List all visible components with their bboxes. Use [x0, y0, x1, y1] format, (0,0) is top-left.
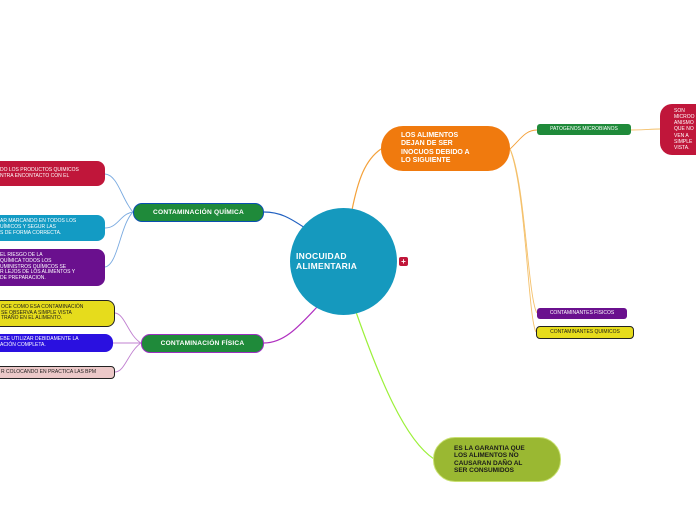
quimica-child-productos[interactable]: DO LOS PRODUCTOS QUIMICOS NTRA ENCONTACT…: [0, 161, 105, 186]
link-patogenos-micro: [630, 128, 661, 131]
topic-alimentos-dejan-label: LOS ALIMENTOS DEJAN DE SER INOCUOS DEBID…: [401, 132, 470, 164]
subtopic-microorganismos[interactable]: SON MICROO ANISMO QUE NO VEN A SIMPLE VI…: [660, 104, 696, 155]
topic-contaminacion-fisica[interactable]: CONTAMINACIÓN FÍSICA: [141, 334, 264, 353]
quimica-child-riesgo[interactable]: EL RIESGO DE LA QUÍMICA TODOS LOS UMINIS…: [0, 249, 105, 286]
link-fisica-c1: [114, 312, 142, 344]
fisica-child-utilizar[interactable]: EBE UTILIZAR DEBIDAMENTE LA ACIÓN COMPLE…: [0, 334, 113, 352]
central-topic-inocuidad[interactable]: INOCUIDAD ALIMENTARIA: [290, 208, 397, 315]
fisica-child-simple-vista-label: OCE COMO ESA CONTAMINACIÓN SE OBSERVA A …: [1, 303, 84, 322]
quimica-child-marcando[interactable]: AR MARCANDO EN TODOS LOS UÍMICOS Y SEGUR…: [0, 215, 105, 241]
fisica-child-simple-vista[interactable]: OCE COMO ESA CONTAMINACIÓN SE OBSERVA A …: [0, 300, 115, 327]
link-quimica-c2: [104, 211, 134, 229]
topic-contaminacion-quimica-label: CONTAMINACIÓN QUÍMICA: [153, 208, 244, 216]
topic-garantia-label: ES LA GARANTIA QUE LOS ALIMENTOS NO CAUS…: [454, 444, 525, 474]
topic-alimentos-dejan[interactable]: LOS ALIMENTOS DEJAN DE SER INOCUOS DEBID…: [381, 126, 510, 171]
topic-contaminacion-fisica-label: CONTAMINACIÓN FÍSICA: [160, 339, 245, 347]
topic-contaminacion-quimica[interactable]: CONTAMINACIÓN QUÍMICA: [133, 203, 264, 222]
subtopic-contaminantes-quimicos[interactable]: CONTAMINANTES QUIMICOS: [536, 326, 634, 339]
quimica-child-productos-label: DO LOS PRODUCTOS QUIMICOS NTRA ENCONTACT…: [0, 166, 79, 179]
subtopic-contaminantes-fisicos[interactable]: CONTAMINANTES FISICOS: [537, 308, 627, 319]
link-center-quimica: [263, 211, 306, 229]
link-fisica-c3: [114, 342, 142, 373]
link-quimica-c3: [104, 211, 134, 268]
link-center-fisica: [263, 305, 319, 344]
subtopic-patogenos[interactable]: PATOGENOS MICROBIANOS: [537, 124, 631, 135]
link-center-dejan: [351, 148, 382, 211]
quimica-child-riesgo-label: EL RIESGO DE LA QUÍMICA TODOS LOS UMINIS…: [0, 252, 76, 282]
fisica-child-utilizar-label: EBE UTILIZAR DEBIDAMENTE LA ACIÓN COMPLE…: [0, 336, 79, 348]
link-dejan-fisicos: [509, 148, 538, 314]
subtopic-patogenos-label: PATOGENOS MICROBIANOS: [550, 125, 618, 132]
link-quimica-c1: [104, 173, 134, 213]
topic-garantia[interactable]: ES LA GARANTIA QUE LOS ALIMENTOS NO CAUS…: [433, 437, 561, 482]
fisica-child-bpm-label: R COLOCANDO EN PRACTICA LAS BPM: [1, 368, 97, 375]
fisica-child-bpm[interactable]: R COLOCANDO EN PRACTICA LAS BPM: [0, 366, 115, 379]
subtopic-contaminantes-quimicos-label: CONTAMINANTES QUIMICOS: [550, 328, 620, 335]
quimica-child-marcando-label: AR MARCANDO EN TODOS LOS UÍMICOS Y SEGUR…: [0, 218, 77, 236]
subtopic-contaminantes-fisicos-label: CONTAMINANTES FISICOS: [549, 309, 615, 316]
link-dejan-patogenos: [509, 129, 538, 150]
subtopic-microorganismos-label: SON MICROO ANISMO QUE NO VEN A SIMPLE VI…: [674, 107, 695, 152]
expand-badge-icon[interactable]: +: [399, 257, 408, 266]
link-center-garantia: [355, 311, 435, 460]
central-topic-label: INOCUIDAD ALIMENTARIA: [296, 250, 358, 271]
link-dejan-quimicos: [509, 148, 537, 333]
